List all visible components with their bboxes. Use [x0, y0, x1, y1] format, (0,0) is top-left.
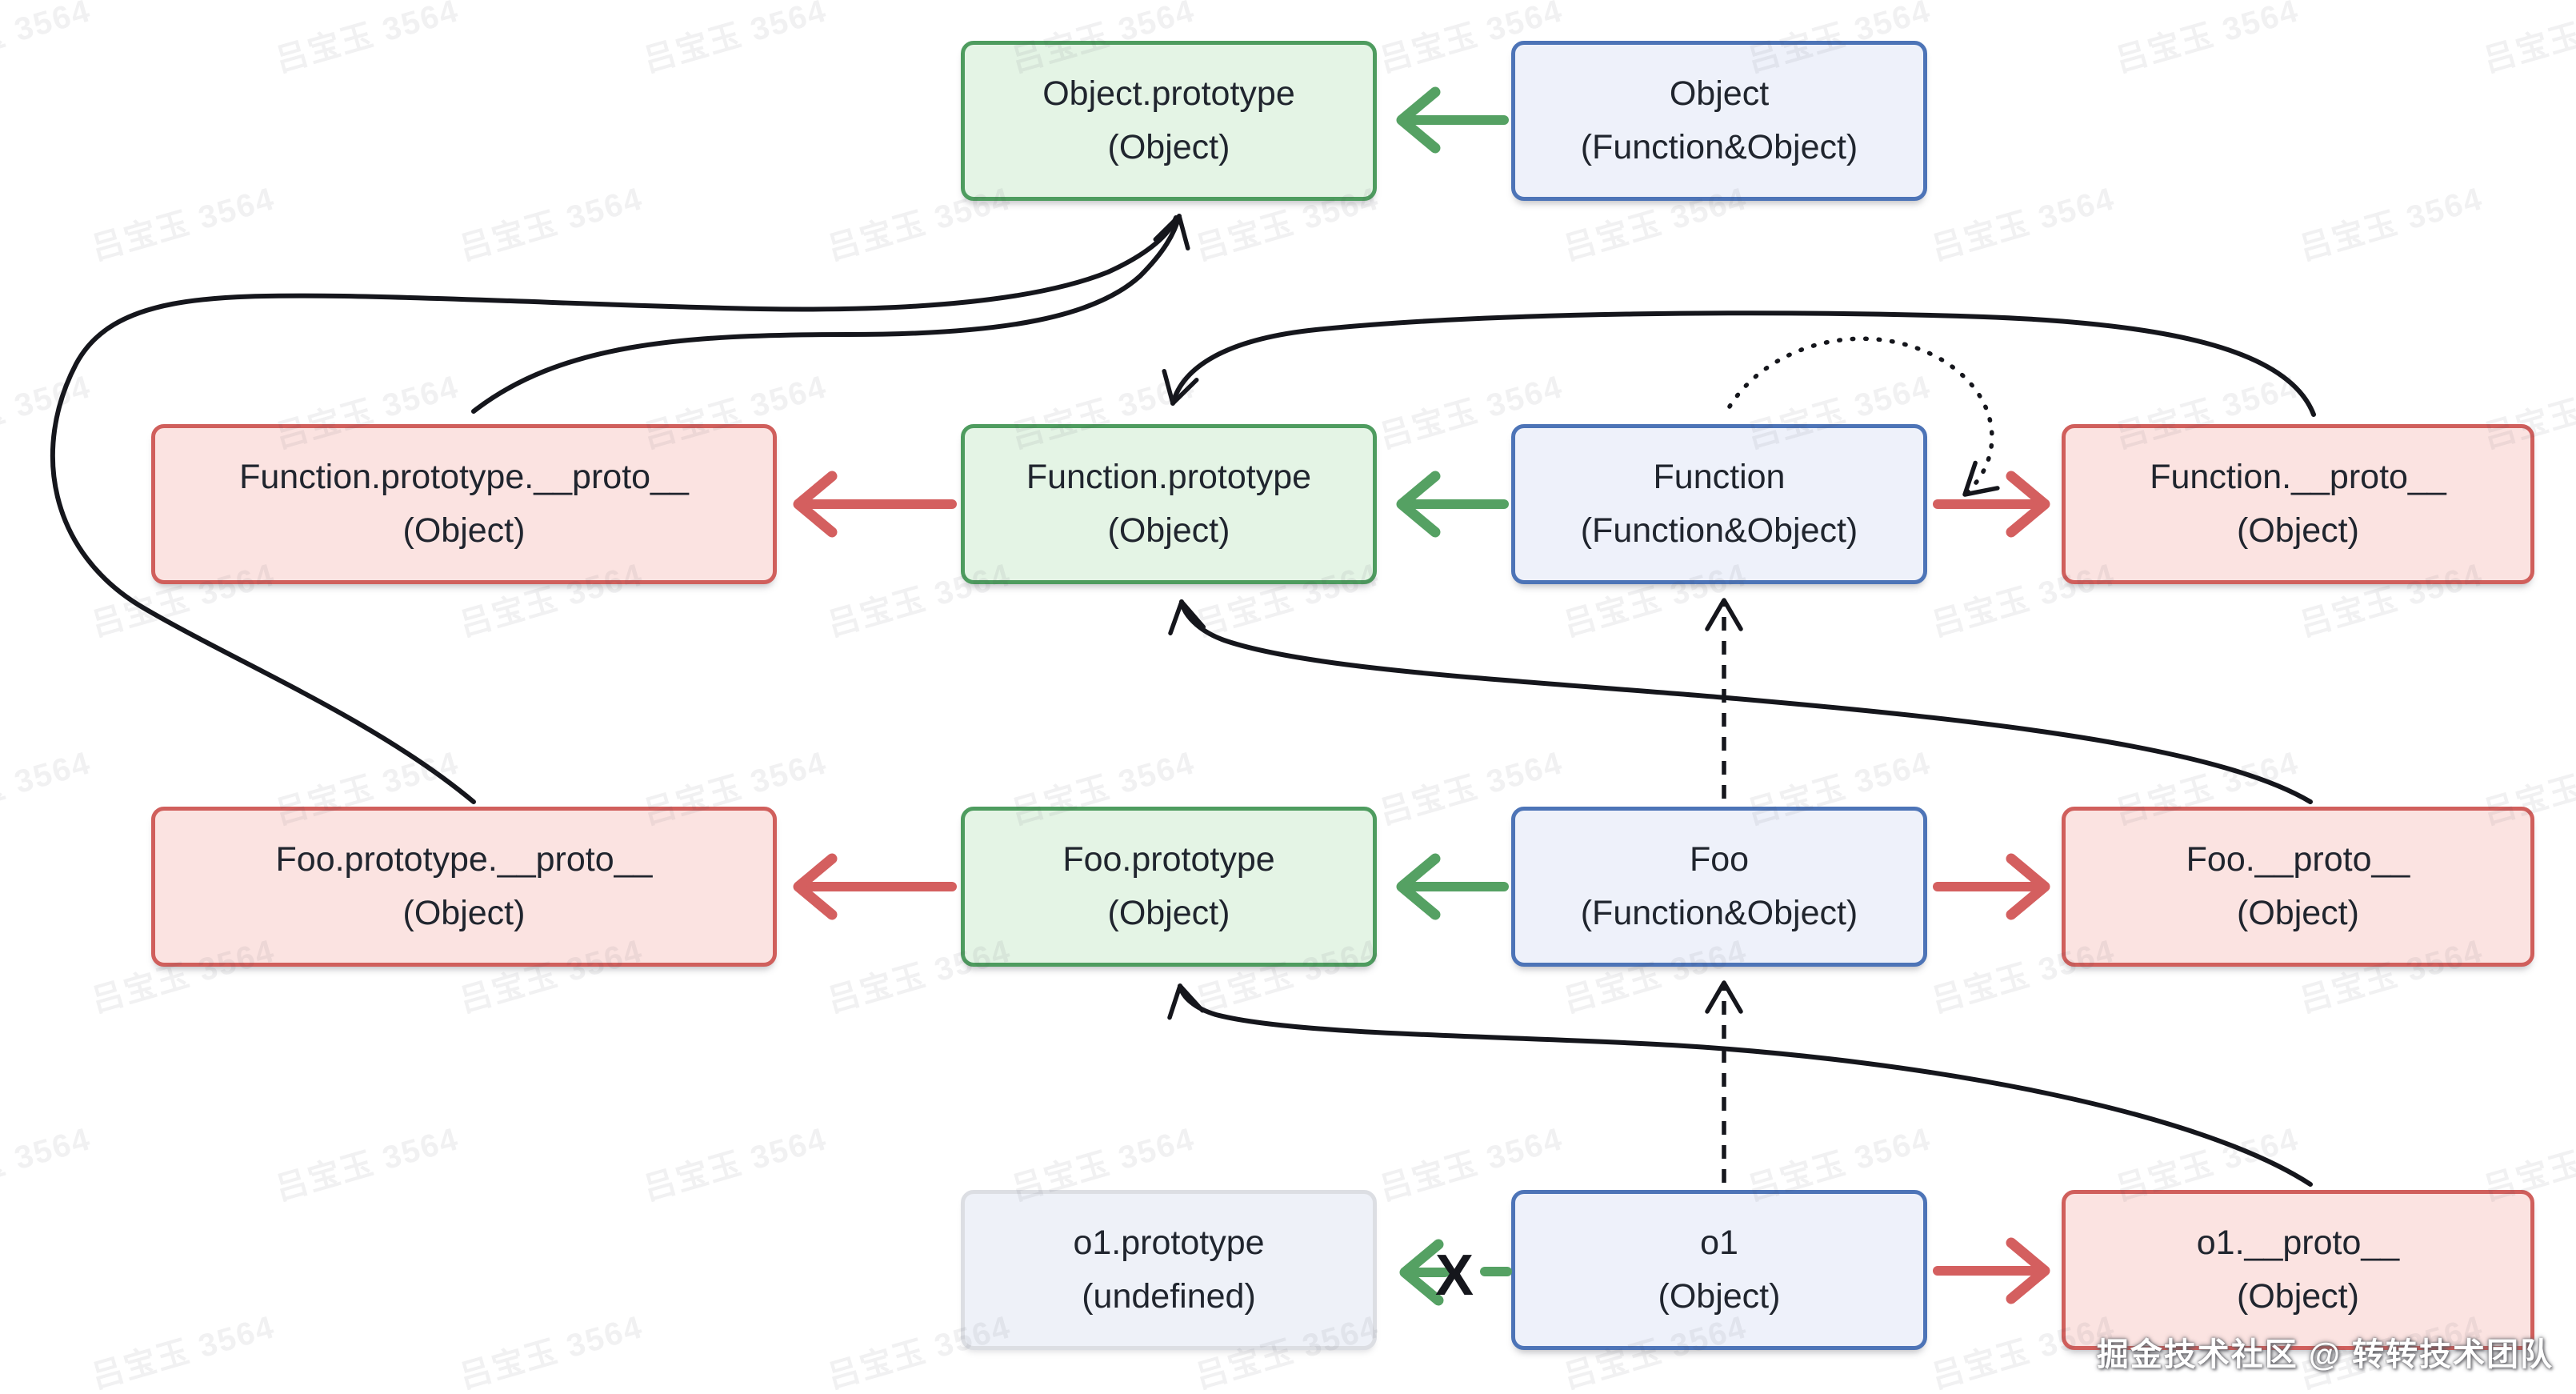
watermark-text: 吕宝玉 3564	[0, 745, 95, 831]
watermark-text: 吕宝玉 3564	[271, 0, 463, 79]
chain-function-proto-to-function-prototype	[1162, 310, 2316, 417]
watermark-text: 吕宝玉 3564	[2111, 0, 2303, 79]
node-subtitle: (Function&Object)	[1580, 128, 1858, 166]
node-title: Function	[1653, 458, 1786, 497]
watermark-text: 吕宝玉 3564	[639, 0, 831, 79]
node-object-prototype: Object.prototype (Object)	[961, 41, 1377, 201]
watermark-text: 吕宝玉 3564	[87, 181, 279, 267]
node-subtitle: (undefined)	[1082, 1277, 1256, 1316]
node-title: Foo.prototype.__proto__	[275, 840, 653, 879]
node-title: Function.prototype.__proto__	[239, 458, 689, 497]
node-object: Object (Function&Object)	[1511, 41, 1927, 201]
node-function-proto: Function.__proto__ (Object)	[2062, 424, 2534, 584]
node-function-prototype-proto: Function.prototype.__proto__ (Object)	[151, 424, 777, 584]
watermark-text: 吕宝玉 3564	[271, 1121, 463, 1208]
node-foo: Foo (Function&Object)	[1511, 807, 1927, 967]
watermark-text: 吕宝玉 3564	[0, 369, 95, 455]
node-foo-prototype-proto: Foo.prototype.__proto__ (Object)	[151, 807, 777, 967]
credit-text: 掘金技术社区 @ 转转技术团队	[2096, 1337, 2554, 1372]
node-subtitle: (Function&Object)	[1580, 894, 1858, 932]
node-o1-prototype: o1.prototype (undefined)	[961, 1190, 1377, 1350]
node-subtitle: (Object)	[2237, 894, 2359, 932]
watermark-text: 吕宝玉 3564	[87, 1309, 279, 1394]
chain-foo-proto-to-function-prototype	[1168, 599, 2313, 804]
node-subtitle: (Object)	[402, 511, 526, 550]
watermark-text: 吕宝玉 3564	[455, 1309, 647, 1394]
node-foo-prototype: Foo.prototype (Object)	[961, 807, 1377, 967]
watermark-text: 吕宝玉 3564	[2479, 0, 2576, 79]
node-o1: o1 (Object)	[1511, 1190, 1927, 1350]
node-title: Foo	[1689, 840, 1750, 879]
node-title: Foo.__proto__	[2186, 840, 2410, 879]
node-subtitle: (Object)	[1107, 128, 1230, 166]
node-o1-proto: o1.__proto__ (Object)	[2062, 1190, 2534, 1350]
node-subtitle: (Object)	[2237, 511, 2359, 550]
node-subtitle: (Object)	[402, 894, 526, 932]
node-function-prototype: Function.prototype (Object)	[961, 424, 1377, 584]
watermark-text: 吕宝玉 3564	[2295, 181, 2487, 267]
node-title: o1.__proto__	[2196, 1224, 2400, 1263]
chain-o1-proto-to-foo-prototype	[1167, 983, 2313, 1187]
watermark-text: 吕宝玉 3564	[0, 0, 95, 79]
node-subtitle: (Object)	[1107, 511, 1230, 550]
node-title: o1.prototype	[1073, 1224, 1265, 1263]
node-subtitle: (Object)	[2237, 1277, 2359, 1316]
node-title: o1	[1700, 1224, 1738, 1263]
node-title: Object	[1669, 74, 1770, 114]
watermark-text: 吕宝玉 3564	[455, 181, 647, 267]
node-title: Foo.prototype	[1062, 840, 1275, 879]
broken-link-x-mark: X	[1435, 1244, 1474, 1308]
node-title: Function.__proto__	[2150, 458, 2446, 497]
watermark-text: 吕宝玉 3564	[0, 1121, 95, 1208]
node-subtitle: (Object)	[1107, 894, 1230, 932]
node-title: Function.prototype	[1026, 458, 1312, 497]
node-title: Object.prototype	[1042, 74, 1295, 114]
watermark-text: 吕宝玉 3564	[639, 1121, 831, 1208]
node-foo-proto: Foo.__proto__ (Object)	[2062, 807, 2534, 967]
node-subtitle: (Function&Object)	[1580, 511, 1858, 550]
node-function: Function (Function&Object)	[1511, 424, 1927, 584]
watermark-text: 吕宝玉 3564	[1927, 181, 2119, 267]
node-subtitle: (Object)	[1658, 1277, 1781, 1316]
chain-function-prototype-proto-to-object-prototype	[471, 214, 1190, 414]
